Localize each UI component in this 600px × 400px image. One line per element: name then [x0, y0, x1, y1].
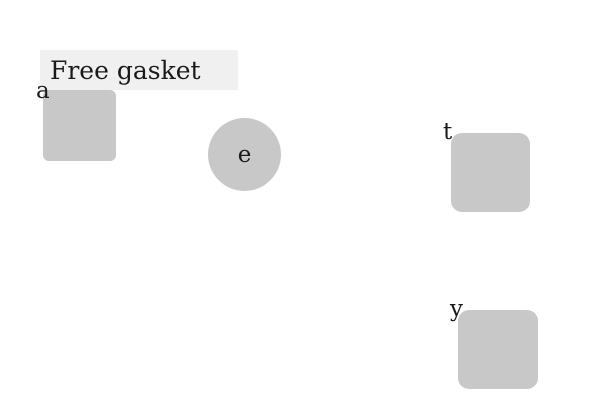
- tile-a-label: a: [36, 78, 50, 104]
- tile-y-label: y: [450, 296, 463, 322]
- tile-t[interactable]: [451, 133, 530, 212]
- banner-text: Free gasket: [50, 55, 201, 85]
- circle-e[interactable]: e: [208, 118, 281, 191]
- tile-a[interactable]: [43, 90, 116, 161]
- circle-e-label: e: [237, 141, 252, 168]
- free-gasket-banner[interactable]: Free gasket: [40, 50, 238, 90]
- tile-y[interactable]: [458, 310, 538, 389]
- tile-t-label: t: [443, 119, 453, 145]
